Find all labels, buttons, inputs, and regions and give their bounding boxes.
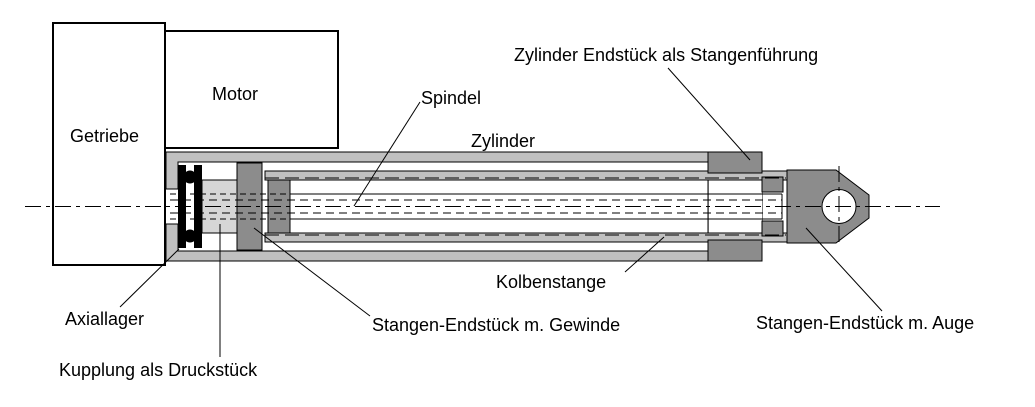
label-axiallager: Axiallager (65, 309, 145, 329)
label-spindel: Spindel (421, 88, 482, 108)
leader-zylinder-endstueck (667, 67, 751, 161)
motor-box (164, 30, 339, 149)
leader-spindel (353, 101, 421, 207)
cylinder-end-piece-top (707, 151, 763, 174)
label-getriebe: Getriebe (70, 126, 140, 146)
leader-axiallager (119, 248, 180, 308)
axial-bearing-top-ball (183, 170, 197, 184)
axial-bearing-bottom-ball (183, 229, 197, 243)
label-stangen-endstueck-auge: Stangen-Endstück m. Auge (756, 313, 975, 333)
label-zylinder: Zylinder (471, 131, 536, 151)
gearbox-box (52, 22, 166, 266)
rod-guide-lip-bottom (761, 220, 784, 237)
label-motor: Motor (212, 84, 259, 104)
label-zylinder-endstueck: Zylinder Endstück als Stangenführung (514, 45, 819, 65)
leader-stangen-endstueck-auge (805, 227, 883, 312)
label-stangen-endstueck-gewinde: Stangen-Endstück m. Gewinde (372, 315, 621, 335)
label-kolbenstange: Kolbenstange (496, 272, 607, 292)
leader-kolbenstange (624, 236, 665, 273)
leader-stangen-endstueck-gewinde (253, 227, 371, 317)
label-kupplung: Kupplung als Druckstück (59, 360, 258, 380)
cylinder-end-piece-bottom (707, 239, 763, 262)
rod-guide-lip-top (761, 176, 784, 193)
shaft-slot (166, 189, 178, 224)
